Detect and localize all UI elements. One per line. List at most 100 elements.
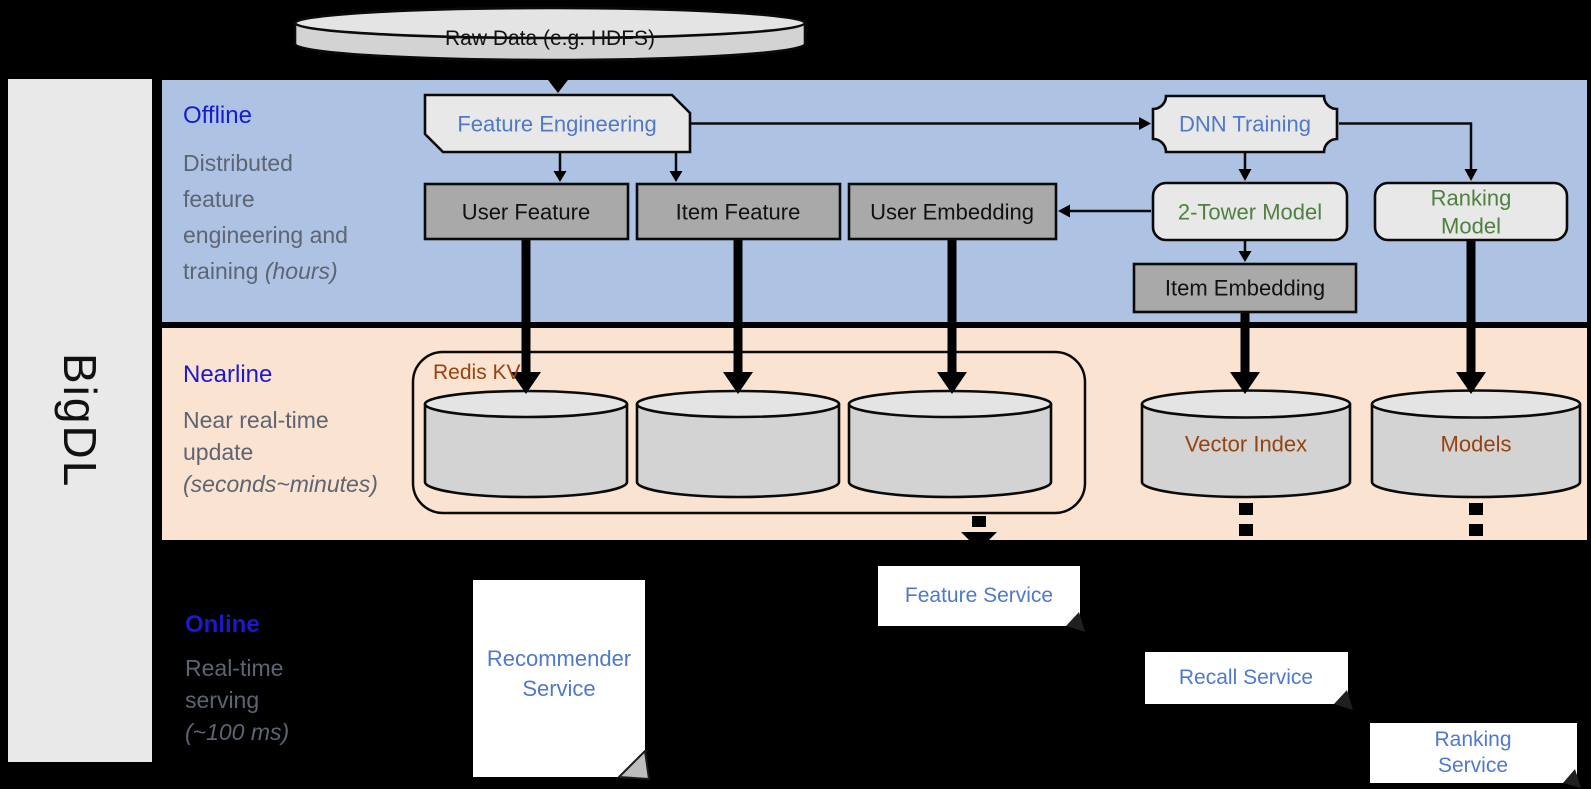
cylinder-body — [847, 404, 1053, 499]
dashed-line-vector-index-to-recall-service — [1239, 503, 1253, 536]
cylinder-top — [1140, 389, 1352, 419]
arrow-head — [545, 76, 571, 93]
arrow-item-feature-to-redis — [723, 239, 753, 394]
ranking-service-box — [1370, 723, 1581, 788]
cylinder-body — [1370, 404, 1582, 499]
cylinder-body — [1140, 404, 1352, 499]
dashed-arrow-redis-to-feature-service — [961, 516, 997, 550]
service-box — [878, 566, 1080, 626]
cylinder-top — [635, 389, 841, 419]
arrow-head — [1230, 372, 1260, 394]
vector-index-cylinder — [1140, 389, 1352, 499]
arrow-head — [1238, 169, 1252, 181]
document-shape — [473, 580, 645, 777]
recommender-service-label: Recommender Service — [486, 646, 632, 701]
redis-kv-label: Redis KV — [433, 361, 521, 384]
two-tower-model-label: 2-Tower Model — [1177, 199, 1323, 225]
arrow-item-embedding-to-vector-index — [1230, 312, 1260, 394]
arrow-user-embedding-to-redis — [937, 239, 967, 394]
cylinder-top — [847, 389, 1053, 419]
user-feature-label: User Feature — [461, 199, 591, 225]
recall-service-box — [1145, 652, 1353, 710]
folded-corner — [618, 750, 650, 780]
user-embedding-label: User Embedding — [870, 199, 1034, 225]
redis-kv-container — [411, 350, 1087, 515]
arrow-head — [1464, 169, 1478, 181]
arrow-head — [723, 372, 753, 394]
arrow-two-tower-to-user-embedding — [1058, 204, 1151, 218]
dnn-training-label: DNN Training — [1178, 111, 1312, 137]
online-section-title: Online — [185, 611, 260, 638]
dash — [972, 516, 986, 527]
arrow-feature-engineering-to-user-feature — [553, 152, 567, 182]
offline-section-description: Distributed feature engineering and trai… — [183, 145, 413, 289]
dash — [1239, 503, 1253, 515]
dashed-line-models-to-ranking-service — [1469, 503, 1483, 536]
cylinder-top — [1370, 389, 1582, 419]
nearline-desc-text: Near real-time update — [183, 407, 329, 465]
folded-corner — [1334, 690, 1353, 710]
arrow-feature-engineering-to-item-feature — [669, 152, 683, 182]
online-desc-text: Real-time serving — [185, 655, 284, 713]
recall-service-label: Recall Service — [1178, 665, 1314, 689]
arrow-head — [553, 171, 567, 182]
arrow-dnn-training-to-ranking-model — [1339, 122, 1478, 181]
user-embedding-box — [847, 182, 1058, 241]
raw-data-label: Raw Data (e.g. HDFS) — [444, 26, 656, 50]
arrow-head — [669, 171, 683, 182]
redis-cylinder-2 — [635, 389, 841, 499]
ranking-model-label: Ranking Model — [1430, 185, 1512, 239]
ranking-service-label: Ranking Service — [1434, 727, 1512, 777]
item-feature-box — [635, 182, 842, 241]
nearline-desc-note: (seconds~minutes) — [183, 471, 378, 497]
arrow-user-feature-to-redis — [511, 239, 541, 394]
dash — [1469, 524, 1483, 536]
arrow-rawdata-to-feature-engineering — [545, 62, 571, 93]
redis-cylinder-1 — [423, 389, 629, 499]
user-feature-box — [423, 182, 630, 241]
cylinder-top — [423, 389, 629, 419]
nearline-section-title: Nearline — [183, 361, 273, 388]
feature-engineering-shape — [423, 93, 692, 154]
arrow-head — [1058, 204, 1070, 218]
bigdl-brand-text: BigDL — [54, 352, 106, 489]
cylinder-body — [635, 404, 841, 499]
folded-corner — [1563, 769, 1581, 788]
item-embedding-label: Item Embedding — [1164, 275, 1326, 301]
offline-section-title: Offline — [183, 102, 252, 129]
cylinder-body — [423, 404, 629, 499]
arrow-head — [511, 372, 541, 394]
vector-index-label: Vector Index — [1184, 431, 1308, 457]
nearline-section-description: Near real-time update (seconds~minutes) — [183, 404, 423, 500]
dash — [1239, 524, 1253, 536]
feature-service-label: Feature Service — [904, 583, 1054, 607]
redis-cylinder-3 — [847, 389, 1053, 499]
offline-desc-text: Distributed feature engineering and trai… — [183, 150, 348, 284]
online-section-description: Real-time serving (~100 ms) — [185, 652, 365, 748]
feature-engineering-label: Feature Engineering — [457, 111, 657, 137]
arrow-dnn-training-to-two-tower — [1238, 152, 1252, 181]
offline-desc-note: (hours) — [264, 258, 338, 284]
arrow-head — [1456, 372, 1486, 394]
arrow-head — [961, 532, 997, 550]
models-label: Models — [1440, 431, 1512, 457]
cylinder-top — [293, 6, 807, 40]
ranking-model-box — [1373, 181, 1569, 242]
arrow-ranking-model-to-models — [1456, 240, 1486, 394]
online-desc-note: (~100 ms) — [185, 719, 290, 745]
arrow-head — [1238, 251, 1252, 262]
arrow-two-tower-to-item-embedding — [1238, 240, 1252, 262]
dash — [1469, 503, 1483, 515]
arrow-head — [937, 372, 967, 394]
feature-service-box — [878, 566, 1085, 632]
item-feature-label: Item Feature — [675, 199, 801, 225]
two-tower-model-box — [1151, 181, 1349, 242]
service-box — [1370, 723, 1577, 783]
arrow-shaft — [1339, 122, 1473, 169]
item-embedding-box — [1132, 262, 1358, 314]
dnn-training-shape — [1151, 94, 1339, 154]
folded-corner — [1066, 612, 1085, 632]
arrow-head — [1139, 117, 1151, 130]
bigdl-sidebar: BigDL — [8, 79, 152, 762]
